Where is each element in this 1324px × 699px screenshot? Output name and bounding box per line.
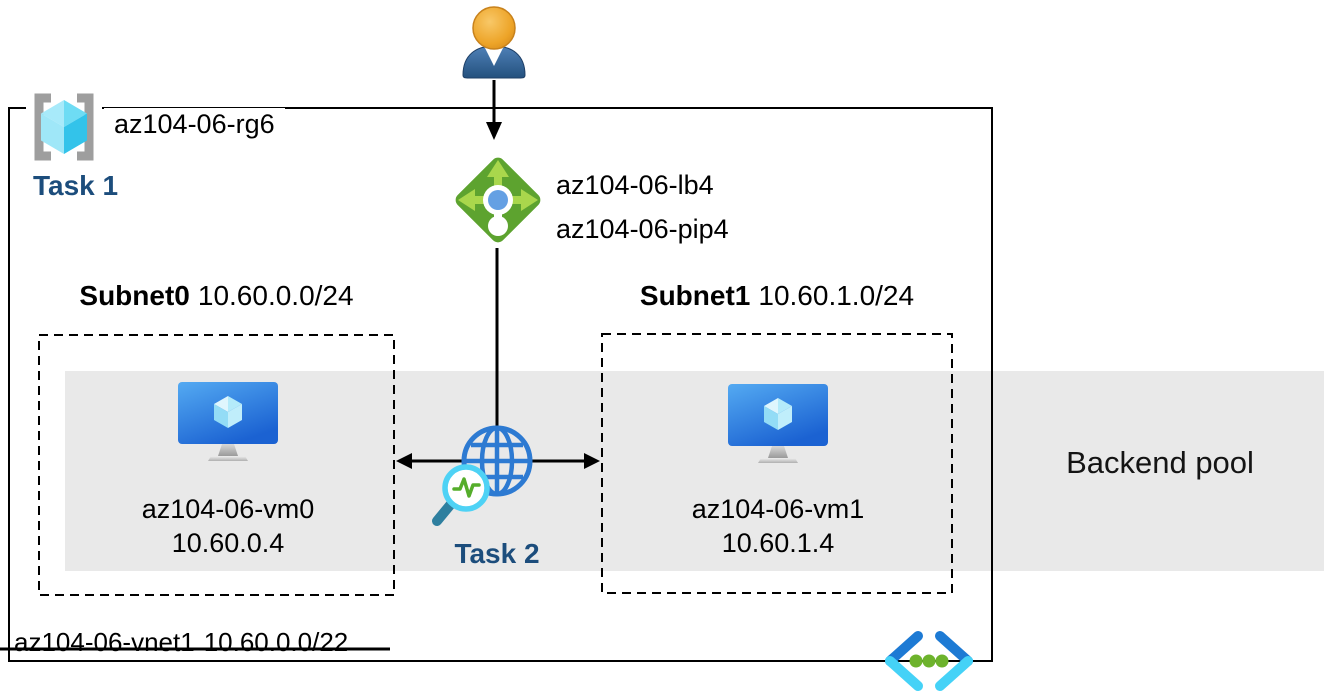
vnet-name: az104-06-vnet1: [14, 627, 195, 657]
backend-pool-label: Backend pool: [1066, 445, 1254, 480]
subnet1-cidr: 10.60.1.0/24: [758, 280, 915, 311]
resource-group-label: az104-06-rg6: [104, 108, 285, 140]
subnet1-name: Subnet1: [639, 280, 751, 311]
public-ip-name: az104-06-pip4: [556, 214, 729, 244]
vm1-label: az104-06-vm1 10.60.1.4: [628, 492, 928, 560]
task1-label: Task 1: [33, 170, 119, 201]
subnet0-name: Subnet0: [79, 280, 190, 311]
vnet-label: az104-06-vnet1 10.60.0.0/22: [14, 627, 348, 658]
vm1-icon: [728, 384, 828, 463]
virtual-network-icon: [885, 631, 973, 691]
vm0-ip: 10.60.0.4: [171, 528, 285, 558]
task2-label: Task 2: [454, 538, 540, 569]
resource-group-box: [8, 107, 993, 662]
vnet-cidr: 10.60.0.0/22: [203, 627, 349, 657]
vm0-name: az104-06-vm0: [141, 494, 315, 524]
vm0-icon: [178, 382, 278, 461]
load-balancer-icon: [455, 157, 541, 243]
network-watcher-icon: [432, 425, 533, 526]
subnet0-cidr: 10.60.0.0/24: [197, 280, 354, 311]
lb-arrows: [458, 160, 538, 211]
load-balancer-labels: az104-06-lb4 az104-06-pip4: [556, 163, 729, 251]
user-icon: [462, 6, 526, 79]
vm1-ip: 10.60.1.4: [721, 528, 835, 558]
magnifier-pulse-icon: [432, 464, 490, 526]
vm1-name: az104-06-vm1: [691, 494, 865, 524]
vm0-label: az104-06-vm0 10.60.0.4: [78, 492, 378, 560]
load-balancer-name: az104-06-lb4: [556, 170, 714, 200]
resource-group-icon: [26, 90, 102, 164]
